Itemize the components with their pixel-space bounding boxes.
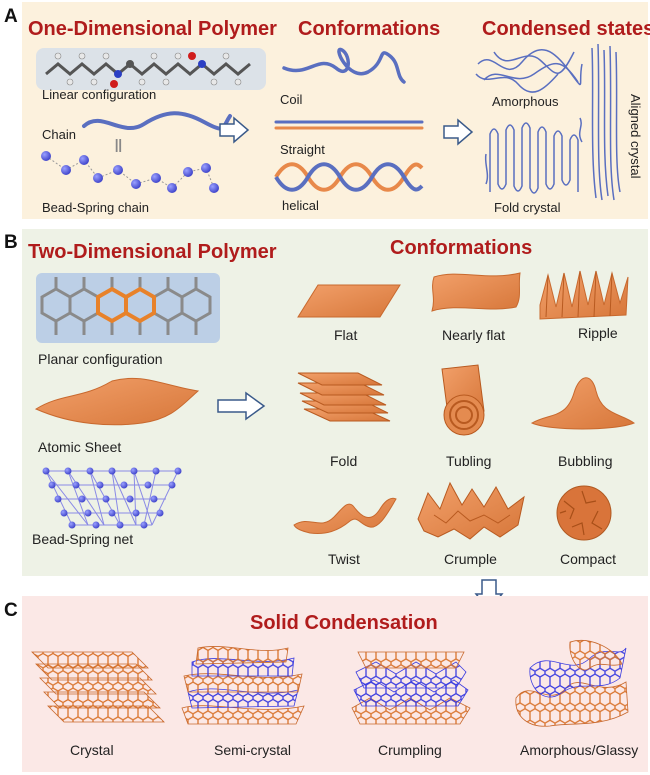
fold-crystal-caption: Fold crystal — [494, 200, 561, 215]
panel-b-2d-polymer: Two-Dimensional Polymer Planar configura… — [22, 229, 648, 576]
crystal-caption: Crystal — [70, 742, 114, 758]
panel-a-title: One-Dimensional Polymer — [28, 18, 277, 40]
bead-spring-net — [42, 467, 182, 529]
crumple-sheet — [417, 481, 525, 540]
straight-caption: Straight — [280, 142, 325, 157]
flat-caption: Flat — [334, 327, 358, 343]
panel-c-solid-condensation: Solid Condensation Crystal Semi-crystal … — [22, 596, 648, 772]
crumpling-stack — [351, 651, 471, 725]
panel-a-1d-polymer: One-Dimensional Polymer Linear configura… — [22, 2, 650, 219]
fold-sheet — [297, 372, 391, 422]
helical-conformation — [274, 162, 424, 192]
aligned-crystal-caption: Aligned crystal — [628, 94, 643, 179]
tubling-sheet — [441, 364, 485, 436]
bead-spring-chain — [41, 151, 219, 193]
crystal-stack — [31, 651, 165, 723]
atomic-sheet-caption: Atomic Sheet — [38, 439, 122, 455]
panel-c-title: Solid Condensation — [250, 612, 438, 634]
atomic-sheet — [34, 377, 200, 426]
amorphous-glassy-caption: Amorphous/Glassy — [520, 742, 639, 758]
linear-configuration-caption: Linear configuration — [42, 87, 157, 102]
semi-crystal-caption: Semi-crystal — [214, 742, 292, 758]
twist-caption: Twist — [328, 551, 360, 567]
arrow-right-icon — [217, 391, 266, 421]
tubling-caption: Tubling — [446, 453, 492, 469]
chain-caption: Chain — [42, 127, 76, 142]
planar-configuration-lattice — [36, 273, 220, 343]
coil-caption: Coil — [280, 92, 303, 107]
arrow-right-icon — [219, 116, 250, 144]
helical-caption: helical — [282, 198, 319, 213]
panel-a-label: A — [4, 6, 18, 27]
compact-caption: Compact — [560, 551, 617, 567]
nearly-flat-sheet — [431, 272, 521, 312]
panel-b-label: B — [4, 232, 18, 253]
bubbling-sheet — [530, 377, 636, 430]
equivalence-symbol: Ⅱ — [114, 136, 123, 156]
ripple-caption: Ripple — [578, 325, 618, 341]
crumpling-caption: Crumpling — [378, 742, 442, 758]
bead-spring-net-caption: Bead-Spring net — [32, 531, 134, 547]
aligned-crystal-state — [591, 43, 621, 201]
panel-b-conformations-title: Conformations — [390, 237, 533, 259]
panel-c-label: C — [4, 600, 18, 621]
bubbling-caption: Bubbling — [558, 453, 613, 469]
amorphous-caption: Amorphous — [492, 94, 559, 109]
amorphous-glassy-tangle — [515, 640, 629, 727]
panel-b-title: Two-Dimensional Polymer — [28, 241, 277, 263]
compact-ball — [556, 485, 612, 541]
twist-sheet — [293, 497, 397, 534]
condensed-states-title: Condensed states — [482, 18, 650, 40]
linear-configuration-molecule — [36, 48, 266, 90]
chain-curve — [82, 111, 232, 131]
amorphous-state — [475, 49, 583, 93]
ripple-sheet — [539, 270, 629, 320]
flat-sheet — [297, 284, 401, 318]
planar-configuration-caption: Planar configuration — [38, 351, 163, 367]
semi-crystal-stack — [181, 646, 305, 725]
coil-conformation — [282, 47, 406, 84]
panel-a-conformations-title: Conformations — [298, 18, 441, 40]
straight-conformation — [274, 120, 424, 130]
nearly-flat-caption: Nearly flat — [442, 327, 506, 343]
fold-caption: Fold — [330, 453, 358, 469]
bead-spring-chain-caption: Bead-Spring chain — [42, 200, 149, 215]
fold-crystal-state — [484, 117, 583, 194]
arrow-right-icon — [443, 118, 474, 146]
crumple-caption: Crumple — [444, 551, 497, 567]
